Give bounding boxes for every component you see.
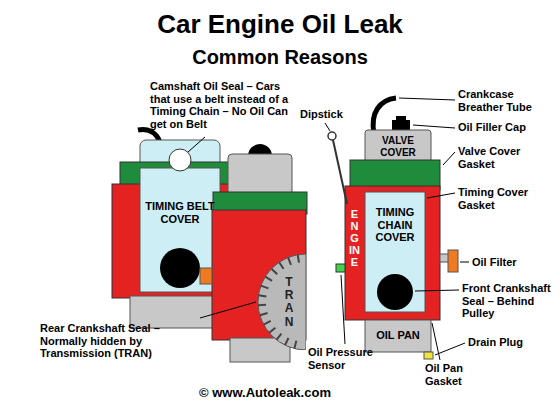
bell-hatching bbox=[265, 277, 272, 281]
cam-pulley bbox=[169, 149, 191, 171]
dipstick bbox=[333, 140, 347, 204]
crank-pulley bbox=[160, 248, 200, 288]
part-label: Oil Filter bbox=[472, 256, 552, 269]
bell-hatching bbox=[258, 295, 266, 296]
part-label: Oil Pressure Sensor bbox=[308, 346, 382, 371]
engine-block: ENGINE TIMING CHAIN COVER bbox=[345, 186, 440, 320]
leader-line bbox=[443, 152, 455, 165]
part-label: Camshaft Oil Seal – Cars that use a belt… bbox=[150, 80, 300, 131]
bell-hatching bbox=[288, 257, 291, 264]
oil-filter bbox=[200, 268, 212, 284]
bell-hatching bbox=[271, 269, 277, 275]
part-label: Front Crankshaft Seal – Behind Pulley bbox=[462, 282, 556, 320]
part-name: TIMING BELT COVER bbox=[142, 200, 218, 225]
diagram-title: Car Engine Oil Leak bbox=[0, 10, 560, 40]
leader-line bbox=[435, 343, 465, 355]
leader-line bbox=[200, 302, 256, 318]
leader-line bbox=[427, 193, 455, 198]
bell-hatching bbox=[285, 338, 289, 345]
leader-line bbox=[415, 290, 459, 291]
leader-line bbox=[341, 275, 345, 344]
belt-cover bbox=[140, 168, 220, 292]
leader-line bbox=[460, 262, 469, 263]
leader-line bbox=[188, 137, 205, 152]
drain-plug bbox=[424, 352, 433, 359]
valve-cover bbox=[228, 154, 292, 198]
chain-cover bbox=[365, 192, 425, 312]
part-label: Rear Crankshaft Seal – Normally hidden b… bbox=[40, 322, 206, 360]
timing-chain-cover: TIMING CHAIN COVER bbox=[365, 192, 425, 312]
part-label: Valve Cover Gasket bbox=[458, 145, 556, 170]
part-name: VALVE COVER bbox=[366, 135, 430, 158]
leader-line bbox=[432, 323, 440, 360]
part-name: OIL PAN bbox=[366, 329, 430, 342]
transmission-bell bbox=[258, 254, 306, 350]
bell-hatching bbox=[298, 255, 299, 263]
transmission-outline bbox=[258, 254, 306, 350]
engine-block bbox=[345, 186, 440, 320]
valve-cover bbox=[365, 130, 431, 164]
diagram-subtitle: Common Reasons bbox=[0, 46, 560, 69]
part-label: Dipstick bbox=[300, 108, 356, 121]
leader-line bbox=[413, 125, 455, 128]
oil-pan bbox=[365, 320, 431, 352]
leader-line bbox=[325, 123, 330, 131]
bell-hatching bbox=[276, 334, 281, 340]
part-name: TIMING CHAIN COVER bbox=[365, 206, 425, 244]
valve-cover: VALVE COVER bbox=[365, 130, 431, 164]
oil-pan: OIL PAN bbox=[365, 320, 431, 352]
leader-line bbox=[399, 98, 455, 100]
part-name: TRAN bbox=[283, 276, 295, 329]
part-label: Timing Cover Gasket bbox=[458, 186, 556, 211]
bell-hatching bbox=[279, 262, 283, 269]
timing-belt-cover: TIMING BELT COVER bbox=[140, 190, 220, 242]
copyright-caption: © www.Autoleak.com bbox=[170, 386, 360, 401]
bell-hatching bbox=[260, 313, 268, 315]
bell-hatching bbox=[269, 328, 275, 333]
pressure-sensor bbox=[336, 264, 345, 272]
part-label: Crankcase Breather Tube bbox=[458, 88, 556, 113]
bell-hatching bbox=[258, 304, 266, 307]
part-label: Oil Pan Gasket bbox=[425, 362, 479, 387]
part-label: Oil Filler Cap bbox=[458, 121, 556, 134]
transmission: TRAN bbox=[258, 254, 306, 350]
bell-hatching bbox=[294, 341, 296, 349]
bell-hatching bbox=[264, 321, 271, 325]
part-name: ENGINE bbox=[349, 208, 360, 268]
bell-hatching bbox=[261, 286, 269, 289]
dipstick-ring bbox=[328, 132, 336, 140]
part-label: Drain Plug bbox=[468, 336, 554, 349]
leader-lines bbox=[188, 98, 469, 360]
crank-pulley bbox=[377, 274, 413, 310]
oil-filter bbox=[448, 250, 458, 272]
